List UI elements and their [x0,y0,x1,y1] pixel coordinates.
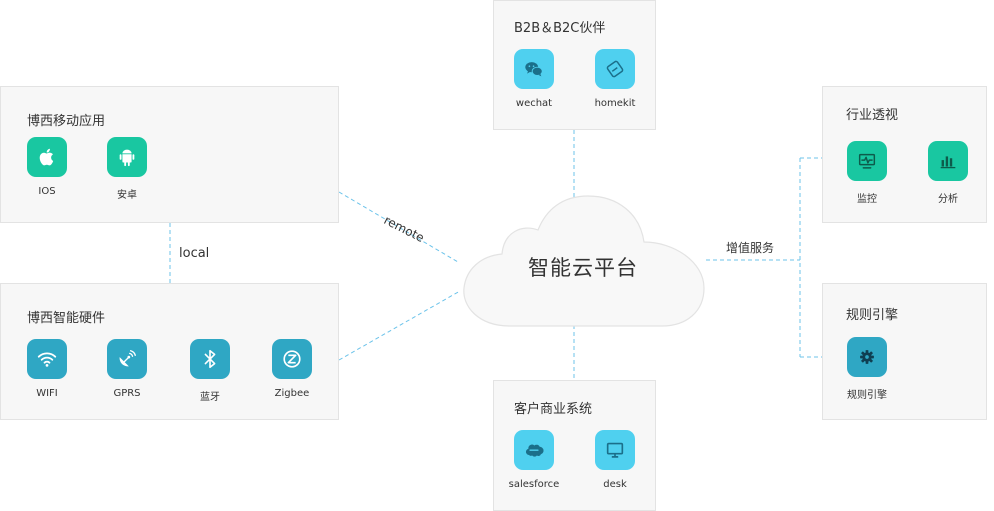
item-salesforce[interactable]: salesforce [499,430,569,490]
wifi-icon [27,339,67,379]
cloud-title: 智能云平台 [528,256,638,280]
item-zigbee[interactable]: Zigbee [257,339,327,399]
item-label: IOS [38,186,56,197]
monitor-icon [847,141,887,181]
bluetooth-icon [190,339,230,379]
panel-title: B2B＆B2C伙伴 [514,21,606,36]
item-label: 分析 [938,194,958,205]
panel-title: 博西移动应用 [27,114,106,129]
panel-crm: 客户商业系统 salesforce desk [493,380,656,511]
panel-hardware: 博西智能硬件 WIFI GPRS 蓝牙 Zigbee [0,283,339,420]
item-label: WIFI [36,388,58,399]
panel-title: 行业透视 [846,108,899,123]
panel-industry-insight: 行业透视 监控 分析 [822,86,987,223]
gear-icon [847,337,887,377]
item-label: Zigbee [274,388,310,399]
homekit-icon [595,49,635,89]
item-label: 安卓 [117,190,137,201]
item-ios[interactable]: IOS [12,137,82,197]
panel-mobile-app: 博西移动应用 IOS 安卓 [0,86,339,223]
item-rule-engine[interactable]: 规则引擎 [832,337,902,401]
item-wifi[interactable]: WIFI [12,339,82,399]
item-bluetooth[interactable]: 蓝牙 [175,339,245,403]
cloud-icon [463,195,705,327]
item-label: homekit [594,98,636,109]
panel-rule-engine: 规则引擎 规则引擎 [822,283,987,420]
item-label: 规则引擎 [847,390,887,401]
desktop-icon [595,430,635,470]
zigbee-icon [272,339,312,379]
edge-label-value-added-services: 增值服务 [726,241,775,255]
item-homekit[interactable]: homekit [580,49,650,109]
item-label: 蓝牙 [200,392,220,403]
item-label: 监控 [857,194,877,205]
cloud-platform: 智能云平台 [458,192,708,330]
panel-title: 博西智能硬件 [27,311,106,326]
item-android[interactable]: 安卓 [92,137,162,201]
edge-label-local: local [179,246,210,261]
panel-title: 客户商业系统 [514,402,593,417]
connector-remote-top [338,191,459,263]
salesforce-icon [514,430,554,470]
item-desk[interactable]: desk [580,430,650,490]
item-monitor[interactable]: 监控 [832,141,902,205]
item-label: GPRS [113,388,141,399]
item-gprs[interactable]: GPRS [92,339,162,399]
satellite-dish-icon [107,339,147,379]
bar-chart-icon [928,141,968,181]
item-label: wechat [515,98,553,109]
android-icon [107,137,147,177]
item-label: salesforce [508,479,560,490]
panel-partners: B2B＆B2C伙伴 wechat homekit [493,0,656,130]
connector-remote-bottom [338,290,461,361]
wechat-icon [514,49,554,89]
panel-title: 规则引擎 [846,308,899,323]
item-analysis[interactable]: 分析 [913,141,983,205]
item-label: desk [603,479,627,490]
item-wechat[interactable]: wechat [499,49,569,109]
apple-icon [27,137,67,177]
